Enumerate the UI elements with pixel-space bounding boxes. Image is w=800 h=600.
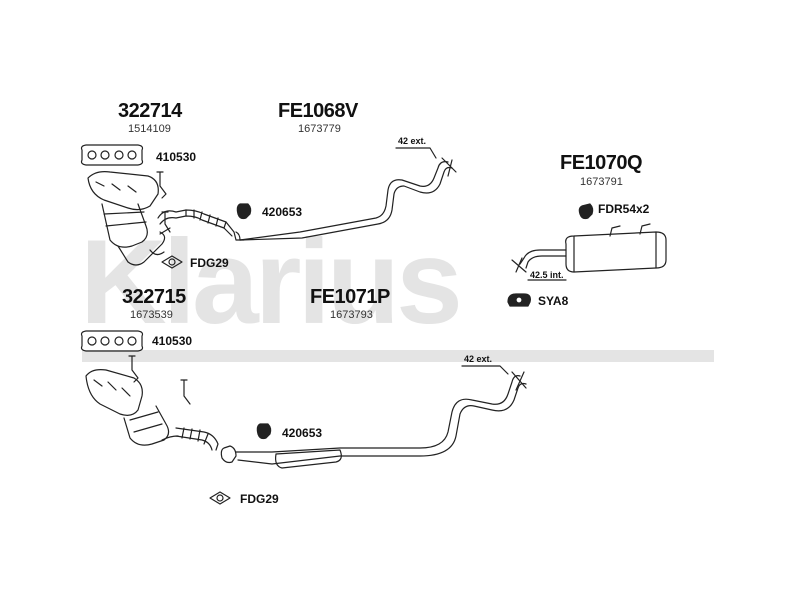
bottom-front-code: FE1071P	[310, 286, 390, 308]
bottom-front-ref: 1673793	[330, 309, 373, 321]
bottom-gasket2-code: FDG29	[240, 492, 279, 506]
top-clamp-code: 420653	[262, 205, 303, 219]
top-gasket2-code: FDG29	[190, 256, 229, 270]
top-front-code: FE1068V	[278, 100, 358, 122]
top-gasket-code: 410530	[156, 150, 197, 164]
rear-mount-code: FDR54x2	[598, 202, 650, 216]
rear-mount-icon	[578, 203, 594, 220]
top-ext-label: 42 ext.	[398, 136, 427, 146]
stud-bolt-top	[156, 171, 171, 233]
bottom-clamp-code: 420653	[282, 426, 323, 440]
front-pipe-bottom	[175, 371, 527, 469]
small-gasket-bottom	[209, 491, 231, 505]
bottom-cat-ref: 1673539	[130, 309, 173, 321]
leader-line-top	[395, 147, 437, 159]
rear-ref: 1673791	[580, 176, 623, 188]
clamp-icon-bottom	[256, 423, 272, 440]
top-cat-ref: 1514109	[128, 123, 171, 135]
bottom-ext-label: 42 ext.	[464, 354, 493, 364]
bottom-gasket-code: 410530	[152, 334, 193, 348]
clamp-icon-top	[236, 203, 252, 220]
watermark-underline	[82, 350, 714, 362]
rear-int-label: 42.5 int.	[530, 270, 564, 280]
rear-clamp-code: SYA8	[538, 294, 569, 308]
rear-code: FE1070Q	[560, 152, 643, 174]
small-gasket-top	[161, 255, 183, 269]
top-front-ref: 1673779	[298, 123, 341, 135]
manifold-gasket-bottom	[80, 330, 144, 352]
top-cat-code: 322714	[118, 100, 182, 122]
leader-line-bottom	[461, 365, 509, 375]
front-pipe-top	[157, 157, 457, 241]
stud-bolt-bottom	[128, 355, 191, 405]
rear-silencer	[511, 223, 667, 273]
bottom-cat-code: 322715	[122, 286, 186, 308]
manifold-gasket-top	[80, 144, 144, 166]
watermark-text: Klarius	[80, 215, 463, 349]
catalytic-converter-bottom	[85, 369, 179, 446]
rear-clamp-icon	[507, 293, 531, 307]
